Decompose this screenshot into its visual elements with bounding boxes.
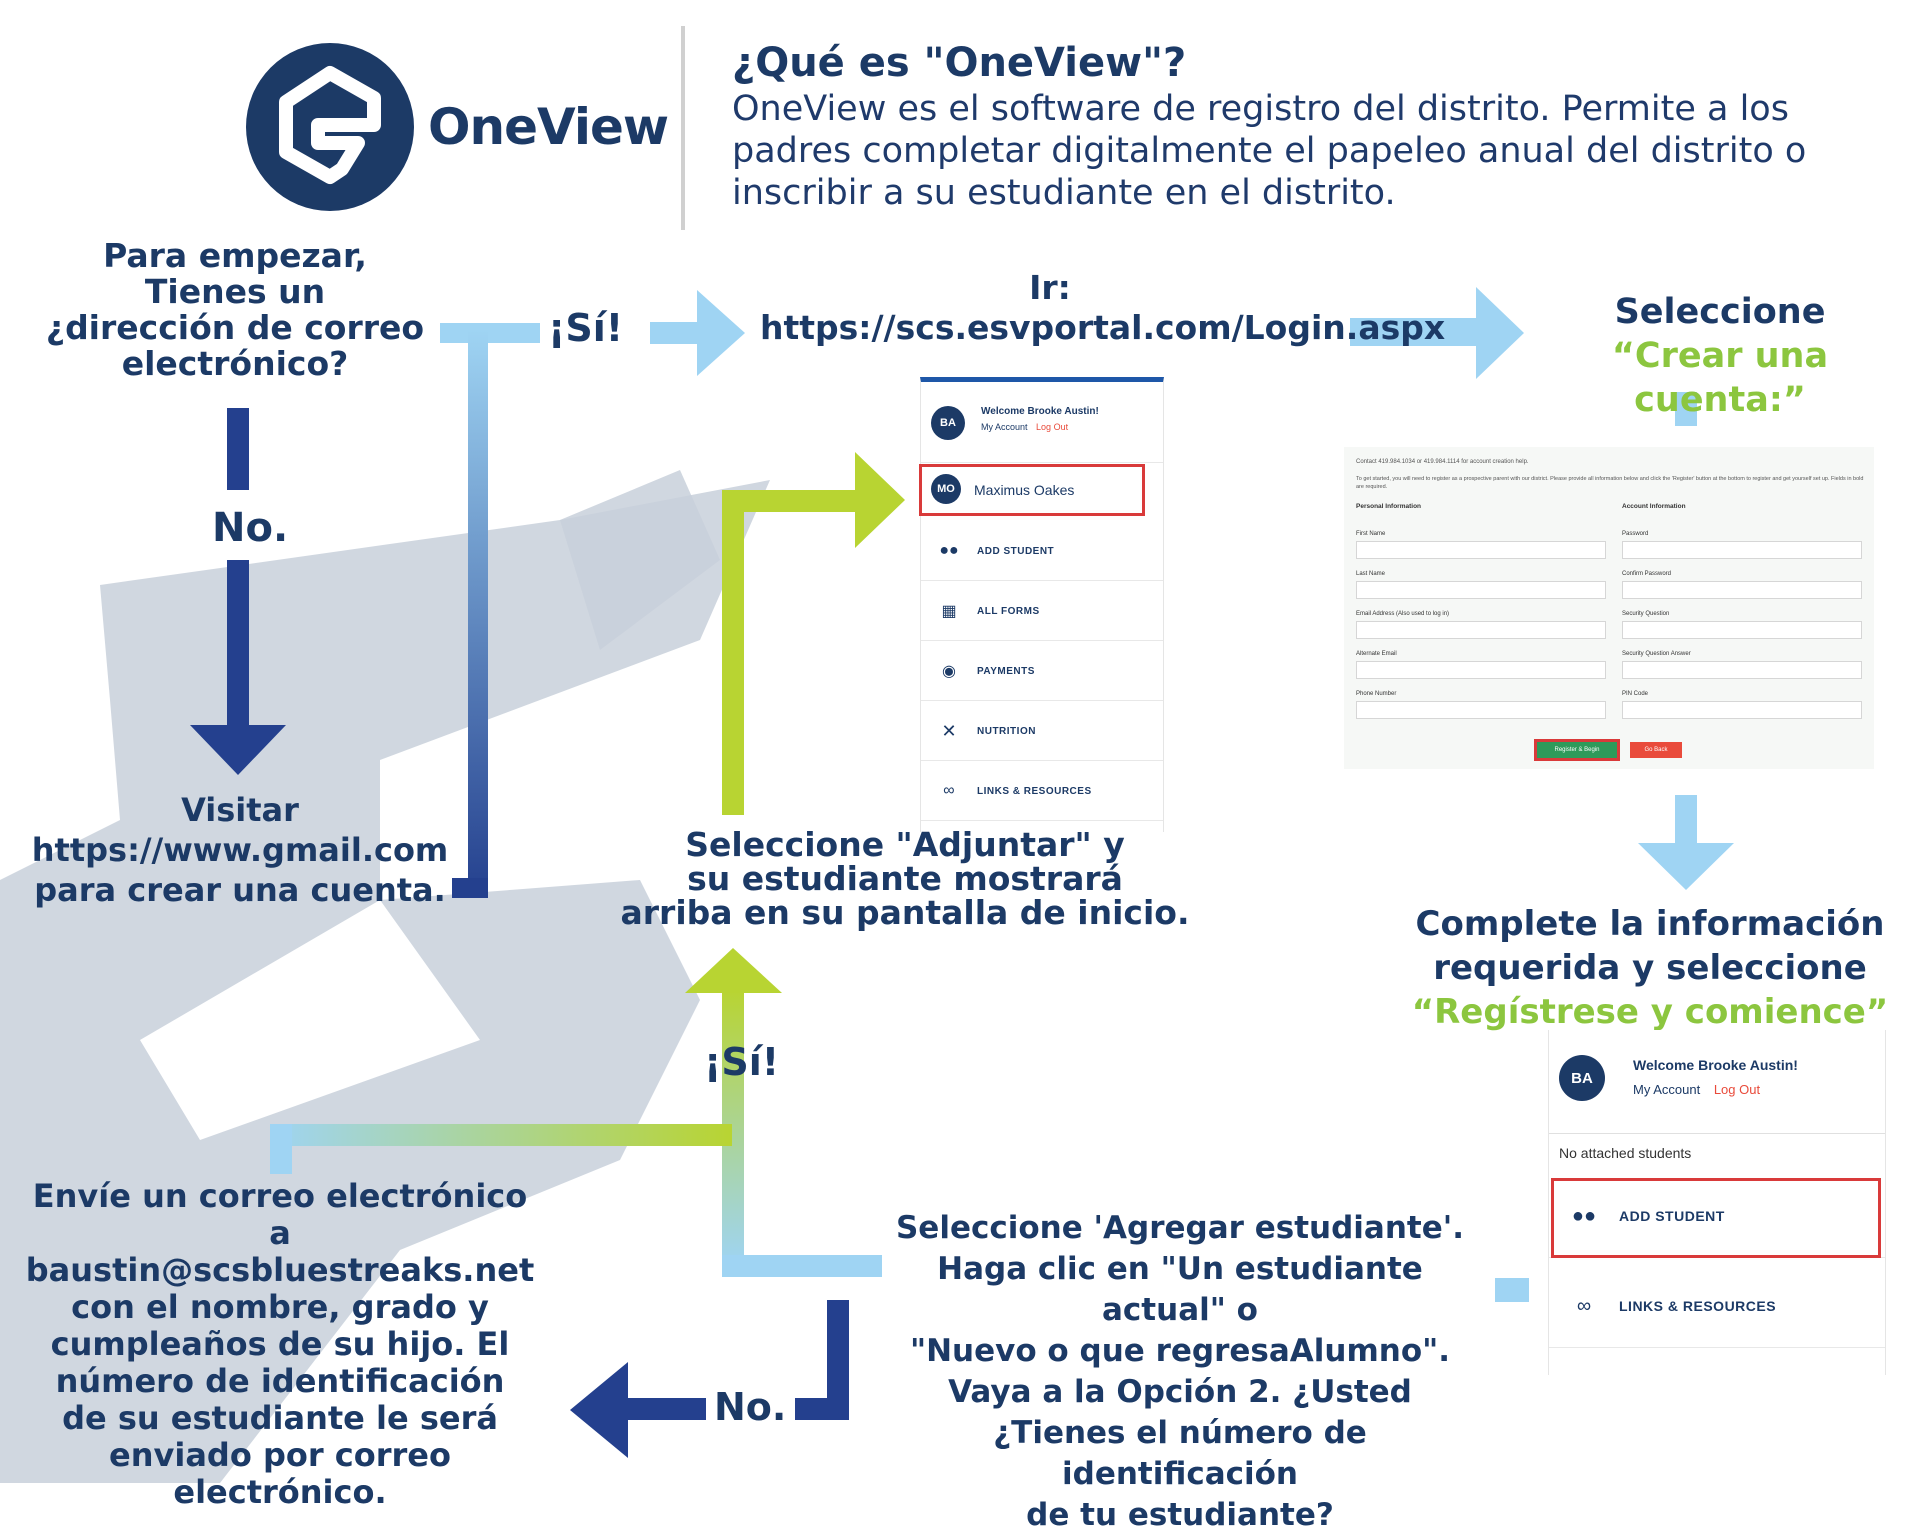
account-info-header: Account Information xyxy=(1622,503,1686,510)
welcome-text: Welcome Brooke Austin! xyxy=(981,406,1099,417)
page-description: OneView es el software de registro del d… xyxy=(732,89,1807,213)
yes-label-1: ¡Sí! xyxy=(548,306,624,350)
field-label: First Name xyxy=(1356,531,1386,537)
go-back-button[interactable]: Go Back xyxy=(1630,742,1682,758)
form-contact: Contact 419.984.1034 or 419.984.1114 for… xyxy=(1356,459,1529,465)
gmail-instruction: Visitar https://www.gmail.com para crear… xyxy=(31,791,449,909)
yes-label-2: ¡Sí! xyxy=(704,1040,780,1084)
pin-code-input[interactable] xyxy=(1622,701,1862,719)
menu-item-links[interactable]: ∞ LINKS & RESOURCES xyxy=(1549,1265,1885,1348)
email-question: Para empezar, Tienes un ¿dirección de co… xyxy=(45,236,425,383)
menu-item-all-forms[interactable]: ▦ ALL FORMS xyxy=(921,582,1163,641)
registration-form: Contact 419.984.1034 or 419.984.1114 for… xyxy=(1344,447,1874,769)
alternate-email-input[interactable] xyxy=(1356,661,1606,679)
menu-item-links[interactable]: ∞ LINKS & RESOURCES xyxy=(921,762,1163,821)
link-icon: ∞ xyxy=(1576,1294,1592,1317)
oneview-logo xyxy=(246,43,414,211)
users-icon: ●● xyxy=(939,542,959,559)
security-question-input[interactable] xyxy=(1622,621,1862,639)
log-out-link[interactable]: Log Out xyxy=(1713,1082,1761,1097)
welcome-text: Welcome Brooke Austin! xyxy=(1633,1057,1798,1073)
link-icon: ∞ xyxy=(943,782,955,799)
register-begin-button[interactable]: Register & Begin xyxy=(1537,742,1617,758)
header-divider xyxy=(681,26,685,230)
watermark-background xyxy=(0,470,770,1483)
oneview-logo-icon xyxy=(279,66,381,184)
attach-instruction: Seleccione "Adjuntar" y su estudiante mo… xyxy=(620,825,1190,932)
my-account-link[interactable]: My Account xyxy=(1633,1082,1701,1097)
no-students-text: No attached students xyxy=(1559,1145,1692,1161)
highlight-register xyxy=(1534,739,1620,761)
email-input[interactable] xyxy=(1356,621,1606,639)
field-label: Alternate Email xyxy=(1356,651,1397,657)
email-instruction: Envíe un correo electrónico a baustin@sc… xyxy=(25,1177,535,1511)
field-label: Security Question xyxy=(1622,611,1670,617)
portal-sidebar-2: BA Welcome Brooke Austin! My Account Log… xyxy=(1548,1030,1886,1375)
field-label: Last Name xyxy=(1356,571,1386,577)
field-label: PIN Code xyxy=(1622,691,1649,697)
field-label: Phone Number xyxy=(1356,691,1397,697)
field-label: Email Address (Also used to log in) xyxy=(1356,611,1450,617)
utensils-icon: ✕ xyxy=(941,720,957,741)
clipboard-icon: ▦ xyxy=(941,603,957,620)
first-name-input[interactable] xyxy=(1356,541,1606,559)
menu-item-add-student[interactable]: ●● ADD STUDENT xyxy=(921,522,1163,581)
no-label-2: No. xyxy=(714,1385,787,1429)
users-icon: ●● xyxy=(1571,1204,1597,1227)
no-label-1: No. xyxy=(212,505,289,551)
page-title: ¿Qué es "OneView"? xyxy=(732,40,1187,86)
field-label: Confirm Password xyxy=(1622,571,1672,577)
student-name[interactable]: Maximus Oakes xyxy=(974,482,1075,498)
my-account-link[interactable]: My Account xyxy=(981,422,1028,432)
logo-text: OneView xyxy=(428,98,669,156)
dollar-icon: ◉ xyxy=(942,663,956,680)
select-create-account: Seleccione “Crear una cuenta:” xyxy=(1611,292,1829,420)
last-name-input[interactable] xyxy=(1356,581,1606,599)
phone-input[interactable] xyxy=(1356,701,1606,719)
security-answer-input[interactable] xyxy=(1622,661,1862,679)
avatar: BA xyxy=(931,406,965,440)
avatar: BA xyxy=(1559,1055,1605,1101)
portal-url[interactable]: https://scs.esvportal.com/Login.aspx xyxy=(760,308,1446,347)
flow-connectors xyxy=(190,287,1734,1458)
add-student-instruction: Seleccione 'Agregar estudiante'. Haga cl… xyxy=(895,1210,1465,1533)
confirm-password-input[interactable] xyxy=(1622,581,1862,599)
personal-info-header: Personal Information xyxy=(1356,503,1422,510)
go-to-portal: Ir: https://scs.esvportal.com/Login.aspx xyxy=(760,268,1446,347)
password-input[interactable] xyxy=(1622,541,1862,559)
complete-info: Complete la información requerida y sele… xyxy=(1411,904,1889,1032)
menu-item-nutrition[interactable]: ✕ NUTRITION xyxy=(921,702,1163,761)
field-label: Password xyxy=(1622,531,1649,537)
field-label: Security Question Answer xyxy=(1622,651,1691,657)
highlight-add-student xyxy=(1551,1178,1881,1258)
student-avatar: MO xyxy=(931,474,961,504)
portal-sidebar-1: BA Welcome Brooke Austin! My Account Log… xyxy=(919,377,1164,832)
form-intro: To get started, you will need to registe… xyxy=(1356,476,1864,490)
log-out-link[interactable]: Log Out xyxy=(1036,422,1069,432)
menu-item-payments[interactable]: ◉ PAYMENTS xyxy=(921,642,1163,701)
highlight-student xyxy=(919,464,1145,516)
